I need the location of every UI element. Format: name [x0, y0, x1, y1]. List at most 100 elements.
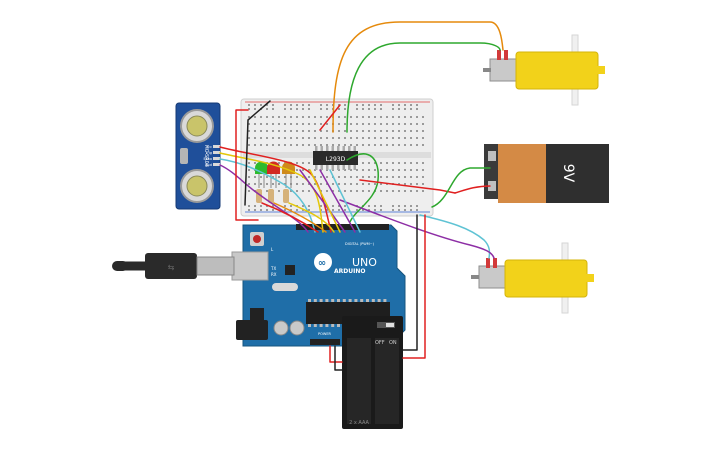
battery-9v[interactable]: 9V [484, 144, 609, 203]
motor-driver-ic[interactable]: L293D [313, 146, 358, 170]
breadboard-hole[interactable] [284, 144, 286, 146]
breadboard-hole[interactable] [422, 123, 424, 125]
breadboard-hole[interactable] [386, 137, 388, 139]
breadboard-hole[interactable] [260, 130, 262, 132]
breadboard-hole[interactable] [338, 209, 340, 211]
breadboard-hole[interactable] [410, 209, 412, 211]
breadboard-hole[interactable] [374, 144, 376, 146]
breadboard-hole[interactable] [422, 144, 424, 146]
breadboard-hole[interactable] [248, 176, 250, 178]
breadboard-hole[interactable] [308, 137, 310, 139]
wire[interactable] [219, 152, 324, 233]
breadboard-hole[interactable] [422, 169, 424, 171]
breadboard-hole[interactable] [296, 130, 298, 132]
breadboard-hole[interactable] [308, 190, 310, 192]
breadboard-hole[interactable] [404, 162, 406, 164]
breadboard-hole[interactable] [380, 123, 382, 125]
breadboard-hole[interactable] [266, 190, 268, 192]
breadboard-hole[interactable] [296, 123, 298, 125]
breadboard-hole[interactable] [308, 169, 310, 171]
breadboard-hole[interactable] [302, 130, 304, 132]
breadboard-hole[interactable] [296, 108, 298, 110]
breadboard-hole[interactable] [278, 162, 280, 164]
breadboard-hole[interactable] [314, 183, 316, 185]
breadboard-hole[interactable] [254, 137, 256, 139]
breadboard-hole[interactable] [398, 176, 400, 178]
breadboard-hole[interactable] [344, 144, 346, 146]
breadboard-hole[interactable] [248, 169, 250, 171]
breadboard-hole[interactable] [392, 205, 394, 207]
breadboard-hole[interactable] [248, 144, 250, 146]
breadboard-hole[interactable] [410, 137, 412, 139]
breadboard-hole[interactable] [320, 108, 322, 110]
breadboard-hole[interactable] [278, 116, 280, 118]
wire[interactable] [346, 153, 379, 223]
breadboard-hole[interactable] [380, 162, 382, 164]
breadboard-hole[interactable] [320, 205, 322, 207]
breadboard-hole[interactable] [308, 104, 310, 106]
breadboard-hole[interactable] [266, 176, 268, 178]
breadboard-hole[interactable] [302, 116, 304, 118]
breadboard-hole[interactable] [332, 144, 334, 146]
wire[interactable] [334, 345, 343, 371]
breadboard-hole[interactable] [416, 169, 418, 171]
wire[interactable] [309, 169, 341, 233]
breadboard-hole[interactable] [386, 162, 388, 164]
breadboard-hole[interactable] [278, 190, 280, 192]
breadboard-hole[interactable] [416, 190, 418, 192]
breadboard-hole[interactable] [410, 169, 412, 171]
breadboard-hole[interactable] [248, 116, 250, 118]
breadboard-hole[interactable] [314, 144, 316, 146]
breadboard-hole[interactable] [254, 209, 256, 211]
breadboard-hole[interactable] [320, 130, 322, 132]
breadboard-hole[interactable] [404, 209, 406, 211]
breadboard-hole[interactable] [398, 205, 400, 207]
resistor[interactable] [283, 189, 289, 203]
breadboard-hole[interactable] [302, 137, 304, 139]
breadboard-hole[interactable] [302, 144, 304, 146]
dc-motor-top[interactable] [483, 34, 605, 106]
breadboard-hole[interactable] [248, 209, 250, 211]
breadboard-hole[interactable] [254, 116, 256, 118]
breadboard-hole[interactable] [284, 108, 286, 110]
breadboard-hole[interactable] [416, 209, 418, 211]
breadboard-hole[interactable] [260, 116, 262, 118]
wire[interactable] [288, 202, 335, 233]
breadboard-hole[interactable] [326, 144, 328, 146]
breadboard-hole[interactable] [362, 190, 364, 192]
breadboard-hole[interactable] [398, 130, 400, 132]
breadboard-hole[interactable] [404, 123, 406, 125]
breadboard-hole[interactable] [398, 123, 400, 125]
breadboard-hole[interactable] [368, 209, 370, 211]
breadboard-hole[interactable] [296, 176, 298, 178]
breadboard-hole[interactable] [302, 123, 304, 125]
breadboard-hole[interactable] [344, 104, 346, 106]
breadboard-hole[interactable] [404, 116, 406, 118]
breadboard-hole[interactable] [380, 104, 382, 106]
breadboard-hole[interactable] [260, 209, 262, 211]
resistor[interactable] [268, 189, 274, 203]
breadboard-hole[interactable] [344, 137, 346, 139]
breadboard-hole[interactable] [392, 176, 394, 178]
breadboard-hole[interactable] [380, 169, 382, 171]
breadboard-hole[interactable] [326, 108, 328, 110]
breadboard-hole[interactable] [290, 190, 292, 192]
motor-terminal[interactable] [504, 50, 508, 60]
breadboard-hole[interactable] [338, 104, 340, 106]
breadboard-hole[interactable] [350, 183, 352, 185]
breadboard-hole[interactable] [344, 205, 346, 207]
breadboard-hole[interactable] [398, 144, 400, 146]
breadboard-hole[interactable] [416, 116, 418, 118]
breadboard-hole[interactable] [386, 144, 388, 146]
breadboard-hole[interactable] [308, 176, 310, 178]
breadboard-hole[interactable] [254, 108, 256, 110]
wire[interactable] [359, 179, 456, 194]
motor-terminal[interactable] [493, 258, 497, 268]
breadboard-hole[interactable] [404, 205, 406, 207]
breadboard-hole[interactable] [272, 108, 274, 110]
breadboard-hole[interactable] [380, 130, 382, 132]
breadboard-hole[interactable] [338, 116, 340, 118]
breadboard-hole[interactable] [254, 104, 256, 106]
breadboard-hole[interactable] [326, 130, 328, 132]
breadboard-hole[interactable] [320, 190, 322, 192]
